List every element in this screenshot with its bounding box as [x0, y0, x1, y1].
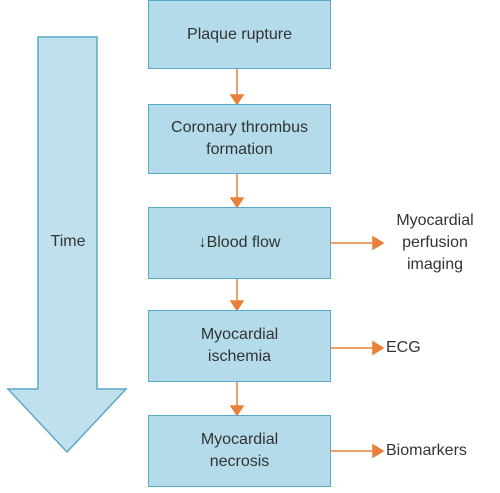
connector-3-4-head [229, 300, 245, 312]
step-thrombus-formation: Coronary thrombus formation [148, 104, 331, 174]
step-plaque-rupture: Plaque rupture [148, 0, 331, 69]
connector-4-5-head [229, 405, 245, 417]
step-thrombus-formation-label: Coronary thrombus formation [171, 119, 308, 158]
output-ecg: ECG [386, 339, 421, 356]
step-plaque-rupture-label: Plaque rupture [187, 25, 292, 43]
step-blood-flow-label: ↓Blood flow [198, 234, 281, 251]
time-arrow [6, 36, 128, 454]
time-label: Time [50, 233, 86, 250]
connector-to-ecg-head [372, 340, 385, 356]
step-myocardial-necrosis: Myocardial necrosis [148, 415, 331, 487]
step-myocardial-necrosis-label: Myocardial necrosis [200, 431, 279, 470]
connector-2-3-head [229, 197, 245, 209]
step-myocardial-ischemia: Myocardial ischemia [148, 310, 331, 382]
connector-1-2-head [229, 94, 245, 106]
output-perfusion-imaging: Myocardial perfusion imaging [396, 212, 474, 273]
connector-to-perfusion-head [372, 235, 385, 251]
output-connectors [331, 235, 385, 459]
output-biomarkers: Biomarkers [386, 442, 467, 459]
connector-to-biomarkers-head [372, 443, 385, 459]
step-blood-flow: ↓Blood flow [148, 207, 331, 279]
step-connectors [229, 69, 245, 417]
step-myocardial-ischemia-label: Myocardial ischemia [200, 326, 279, 365]
